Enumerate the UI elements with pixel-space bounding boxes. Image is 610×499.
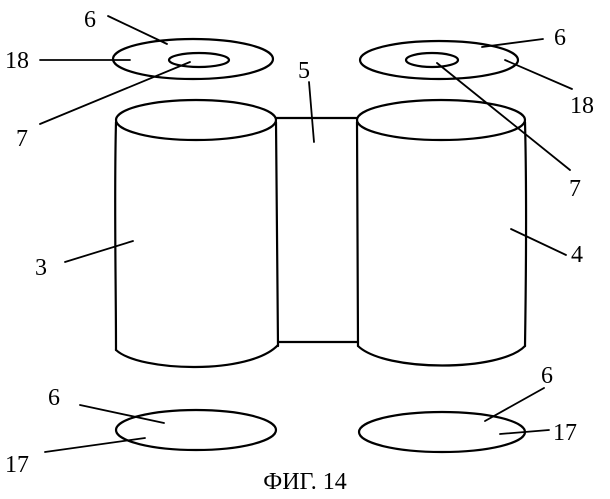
connecting-web (276, 118, 358, 342)
label-17-right: 17 (553, 420, 577, 446)
top-right-washer (360, 41, 518, 79)
label-17-left: 17 (5, 452, 29, 478)
figure-caption: ФИГ. 14 (263, 469, 346, 495)
label-18-left: 18 (5, 48, 29, 74)
bottom-right-disc (359, 412, 525, 452)
top-left-washer (113, 39, 273, 79)
label-18-right: 18 (570, 93, 594, 119)
label-6-top-left: 6 (84, 7, 96, 33)
label-6-bottom-right: 6 (541, 363, 553, 389)
label-7-right: 7 (569, 176, 581, 202)
right-cylinder (357, 100, 526, 366)
bottom-left-disc (116, 410, 276, 450)
label-7-left: 7 (16, 126, 28, 152)
label-4: 4 (571, 242, 583, 268)
label-3: 3 (35, 255, 47, 281)
label-6-bottom-left: 6 (48, 385, 60, 411)
label-5: 5 (298, 58, 310, 84)
label-6-top-right: 6 (554, 25, 566, 51)
left-cylinder (115, 100, 278, 367)
